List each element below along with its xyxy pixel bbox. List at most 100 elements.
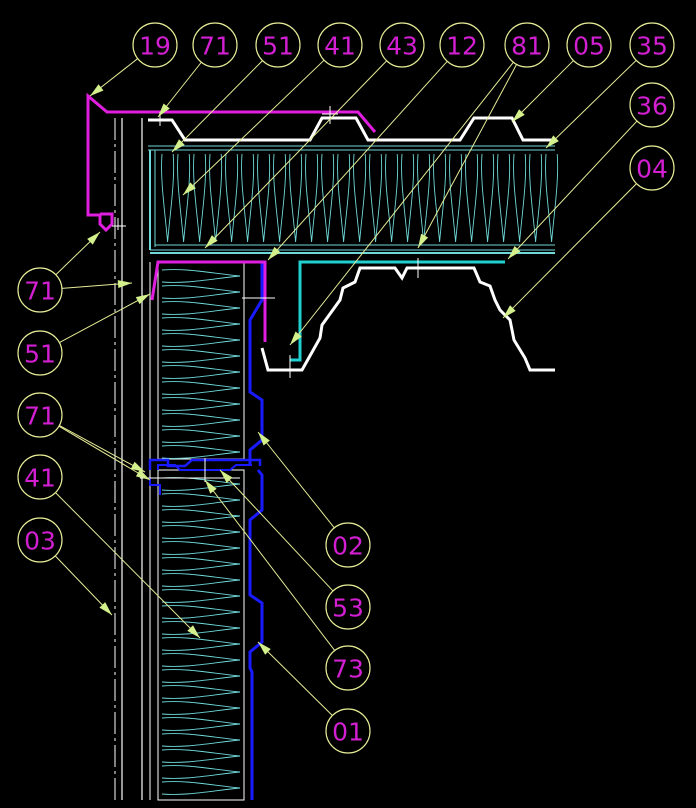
leader-arrow [205, 235, 218, 248]
callout-circle [17, 330, 63, 376]
callout-71-left: 71 [17, 231, 133, 313]
flashings [86, 92, 377, 342]
leader-arrow [130, 461, 145, 472]
insulation-loop [161, 301, 241, 315]
leader-line [59, 293, 151, 344]
callout-73: 73 [204, 479, 371, 691]
callout-71-top: 71 [157, 22, 238, 118]
callout-05: 05 [511, 22, 612, 123]
insulation-loop [161, 525, 241, 539]
wall-insulation-lower-frame [157, 469, 245, 801]
liner-tray [290, 260, 505, 362]
insulation-loop [449, 153, 463, 243]
insulation-loop [209, 153, 223, 243]
insulation-loop [161, 781, 241, 795]
leader-line [545, 59, 637, 149]
insulation-loop [161, 573, 241, 587]
roof-deck-profile [260, 266, 555, 372]
callout-label: 36 [636, 92, 668, 121]
insulation-loop [289, 153, 303, 243]
callout-circle [325, 645, 371, 691]
insulation-loop [161, 397, 241, 411]
insulation-loop [161, 269, 241, 283]
callout-circle [17, 454, 63, 500]
callout-43: 43 [204, 22, 425, 249]
roof-panel [148, 145, 559, 254]
insulation-loop [321, 153, 335, 243]
insulation-loop [353, 153, 367, 243]
insulation-loop [161, 621, 241, 635]
insulation-loop [385, 153, 399, 243]
insulation-loop [161, 605, 241, 619]
insulation-loop [497, 153, 511, 243]
roof-assembly [148, 116, 559, 378]
roof-insulation [161, 153, 559, 243]
insulation-loop [305, 153, 319, 243]
insulation-loop [161, 365, 241, 379]
insulation-loop [257, 153, 271, 243]
leader-arrow [158, 103, 170, 117]
callout-circle [132, 22, 178, 68]
callout-label: 81 [511, 32, 543, 61]
callout-12: 12 [267, 22, 485, 261]
insulation-loop [161, 637, 241, 651]
eaves-flashing [150, 260, 267, 342]
insulation-loop [337, 153, 351, 243]
callout-35: 35 [545, 22, 675, 149]
leader-line [204, 479, 336, 651]
insulation-loop [161, 669, 241, 683]
insulation-loop [161, 429, 241, 443]
leader-line [59, 425, 146, 473]
leader-arrow [99, 602, 112, 615]
callout-circle [566, 22, 612, 68]
insulation-loop [161, 685, 241, 699]
insulation-loop [161, 653, 241, 667]
insulation-loop [161, 317, 241, 331]
insulation-loop [161, 285, 241, 299]
leader-arrow [135, 294, 150, 305]
callout-19: 19 [89, 22, 178, 97]
insulation-loop [433, 153, 447, 243]
callout-03: 03 [17, 517, 113, 616]
callout-81: 81 [289, 22, 550, 346]
callout-label: 35 [636, 32, 668, 61]
callout-36: 36 [507, 82, 675, 260]
callout-71-mid: 71 [17, 392, 151, 481]
insulation-loop [369, 153, 383, 243]
leader-line [511, 60, 574, 123]
leader-line [507, 120, 638, 260]
leader-arrow [418, 233, 429, 248]
leader-arrow [90, 84, 104, 96]
insulation-loop [161, 493, 241, 507]
leader-line [219, 469, 334, 592]
wall-profile-upper [248, 262, 264, 464]
leader-arrow [290, 331, 302, 345]
insulation-loop [161, 445, 241, 459]
callout-label: 41 [324, 32, 356, 61]
callout-label: 73 [332, 655, 364, 684]
insulation-loop [161, 701, 241, 715]
callout-circle [17, 517, 63, 563]
callout-label: 05 [573, 32, 605, 61]
callout-circle [325, 708, 371, 754]
insulation-loop [193, 153, 207, 243]
callout-circle [629, 82, 675, 128]
callout-label: 41 [24, 464, 56, 493]
insulation-loop [161, 717, 241, 731]
insulation-loop [161, 589, 241, 603]
callout-circle [325, 522, 371, 568]
leader-arrow [183, 182, 196, 195]
callout-51-top: 51 [171, 22, 301, 153]
leader-arrow [268, 246, 281, 260]
leader-line [182, 59, 325, 196]
leader-line [58, 425, 151, 481]
wall-assembly [114, 118, 264, 801]
insulation-loop [161, 349, 241, 363]
callout-53: 53 [219, 469, 371, 630]
callout-circle [379, 22, 425, 68]
leader-line [417, 64, 518, 249]
callout-label: 43 [386, 32, 418, 61]
callout-circle [439, 22, 485, 68]
callout-label: 71 [199, 32, 231, 61]
leader-line [502, 183, 637, 319]
